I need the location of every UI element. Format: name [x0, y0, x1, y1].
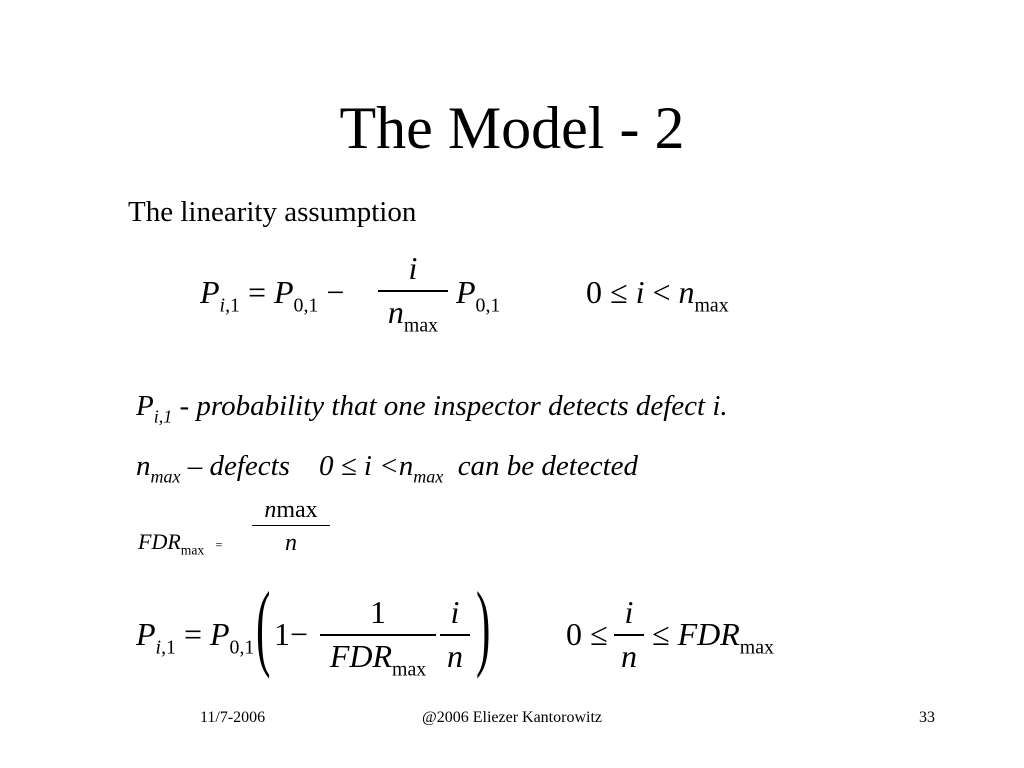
eq1-minus: −: [318, 274, 345, 310]
eq4-condition-end: ≤ FDRmax: [652, 616, 774, 659]
eq3-left-side: FDRmax =: [138, 529, 223, 558]
eq4-condition-start: 0 ≤: [566, 616, 608, 652]
def2-n: n: [136, 450, 151, 482]
def2-sub: max: [150, 466, 181, 487]
eq1-condition: 0 ≤ i < nmax: [586, 274, 729, 317]
def2-dash: –: [180, 450, 210, 482]
slide-subtitle: The linearity assumption: [128, 196, 417, 228]
eq1-P0: P: [273, 274, 294, 310]
eq4-left-side: Pi,1 = P0,1: [136, 616, 255, 659]
eq1-P: P: [200, 274, 220, 310]
def2-condition: 0 ≤ i <: [318, 450, 399, 482]
slide-title: The Model - 2: [339, 95, 685, 161]
eq4-one-minus: 1−: [274, 616, 309, 652]
eq1-fraction: i nmax: [378, 250, 448, 337]
footer-date: 11/7-2006: [200, 709, 266, 726]
def2-defects: defects: [209, 450, 290, 482]
def2-tail: can be detected: [457, 450, 639, 482]
def1-text: - probability that one inspector detects…: [172, 390, 728, 422]
eq4-left-paren: (: [256, 572, 271, 679]
eq1-sub-i1: i,1: [219, 294, 240, 317]
eq4-condition-fraction: i n: [614, 596, 644, 672]
definition-nmax: nmax – defects 0 ≤ i <nmax can be detect…: [136, 450, 639, 486]
eq1-left-side: Pi,1 = P0,1 −: [200, 274, 345, 315]
def2-sub2: max: [413, 466, 444, 487]
eq1-sub-01: 0,1: [293, 294, 319, 317]
eq3-equals: =: [215, 537, 223, 552]
eq1-fraction-bar: [378, 290, 448, 292]
footer-author: @2006 Eliezer Kantorowitz: [421, 709, 602, 726]
eq3-fraction: nmax n: [252, 498, 330, 555]
def2-n2: n: [398, 450, 414, 482]
eq3-numerator: nmax: [264, 497, 318, 523]
eq4-right-paren: ): [476, 572, 491, 679]
footer-page-number: 33: [919, 709, 935, 726]
eq1-frac-numerator: i: [408, 250, 418, 286]
eq3-denominator: n: [285, 530, 297, 556]
eq1-equals: =: [239, 274, 274, 310]
def1-sub: i,1: [153, 406, 173, 427]
eq4-fraction-i-n: i n: [440, 596, 470, 672]
eq1-frac-denominator: nmax: [387, 294, 439, 337]
eq1-right-term: P0,1: [456, 274, 501, 317]
definition-probability: Pi,1 - probability that one inspector de…: [136, 390, 728, 426]
def1-P: P: [136, 390, 154, 422]
eq4-fraction-fdr: 1 FDRmax: [320, 596, 436, 679]
eq3-fraction-bar: [252, 525, 330, 526]
